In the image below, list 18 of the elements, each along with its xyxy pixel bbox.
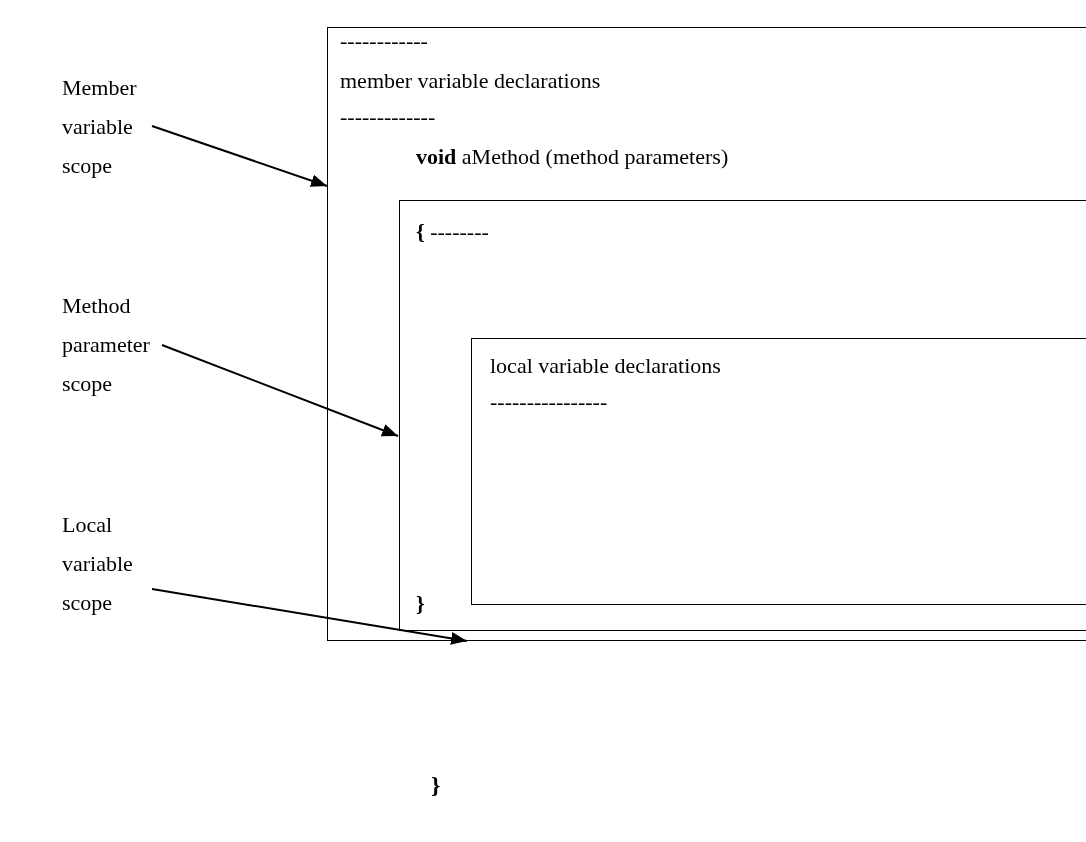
code-text: { --------	[416, 219, 489, 245]
code-text: member variable declarations	[340, 68, 601, 94]
code-text: local variable declarations	[490, 353, 721, 379]
dash-line-text: ----------------	[490, 389, 608, 415]
brace-text: }	[431, 772, 441, 799]
scope-box	[399, 200, 1086, 631]
arrow	[161, 344, 399, 437]
arrow	[151, 588, 468, 645]
scope-box	[327, 27, 1086, 641]
scope-box	[471, 338, 1086, 605]
scope-label: Member variable scope	[62, 68, 152, 185]
scope-label: Method parameter scope	[62, 286, 162, 403]
arrow	[151, 125, 328, 187]
code-text: void aMethod (method parameters)	[416, 144, 729, 170]
scope-label: Local variable scope	[62, 505, 152, 622]
brace-text: }	[416, 591, 425, 617]
dash-line-text: ------------	[340, 28, 428, 54]
dash-line-text: -------------	[340, 104, 436, 130]
